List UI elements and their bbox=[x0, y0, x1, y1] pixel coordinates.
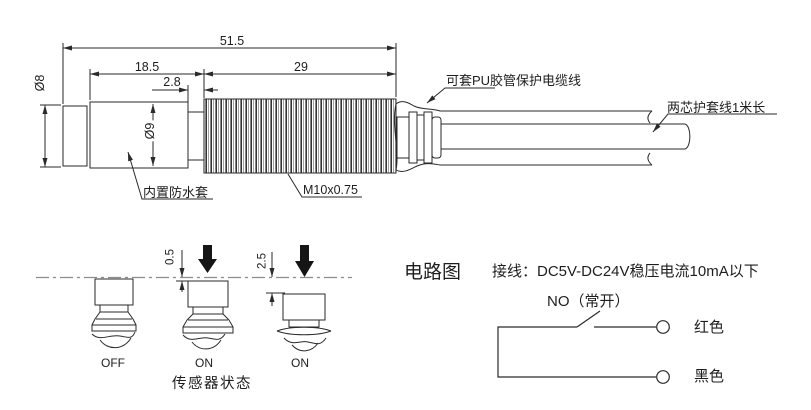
pu-tube-label: 可套PU胶管保护电缆线 bbox=[446, 73, 582, 88]
state-label-on-mid: ON bbox=[195, 356, 213, 370]
sensor-body-outline bbox=[62, 98, 397, 174]
terminal-black-label: 黑色 bbox=[694, 368, 725, 385]
leader-lines bbox=[127, 87, 777, 200]
press-arrow-icon bbox=[295, 245, 314, 277]
wiring-note: 接线：DC5V-DC24V稳压电流10mA以下 bbox=[492, 263, 759, 280]
state-icon-on-mid bbox=[182, 280, 234, 350]
state-icon-off bbox=[91, 278, 137, 349]
press-arrow-icon bbox=[198, 245, 217, 273]
connector-and-cable bbox=[393, 101, 691, 172]
sensor-tip bbox=[62, 105, 88, 167]
state-label-off: OFF bbox=[101, 356, 125, 370]
terminal-black-circle bbox=[656, 370, 670, 384]
dim-thread-length: 29 bbox=[294, 60, 308, 74]
sensor-states-caption: 传感器状态 bbox=[172, 376, 252, 392]
switch-blade bbox=[576, 310, 601, 328]
switch-label: NO（常开） bbox=[547, 293, 630, 310]
dim-tip-diameter: Ø8 bbox=[32, 74, 47, 92]
dim-neck-length: 2.8 bbox=[163, 75, 181, 89]
circuit-title: 电路图 bbox=[404, 262, 462, 283]
dim-total-length: 51.5 bbox=[219, 34, 245, 48]
trigger-dimension-lines bbox=[176, 250, 285, 306]
cable-label: 两芯护套线1米长 bbox=[667, 100, 766, 115]
thread-spec-label: M10x0.75 bbox=[303, 183, 358, 197]
circuit-lines bbox=[497, 310, 670, 384]
threaded-section bbox=[203, 98, 397, 174]
state-label-on-full: ON bbox=[291, 356, 309, 370]
dim-trigger-max: 2.5 bbox=[256, 253, 269, 269]
sensor-body bbox=[89, 101, 189, 169]
dim-body-diameter: Ø9 bbox=[142, 120, 157, 142]
press-arrows bbox=[198, 245, 314, 277]
terminal-red-label: 红色 bbox=[694, 319, 725, 336]
terminal-red-circle bbox=[656, 320, 670, 334]
state-icon-on-full bbox=[276, 293, 332, 352]
dim-trigger-min: 0.5 bbox=[164, 249, 177, 265]
dim-body-length: 18.5 bbox=[134, 60, 160, 74]
waterproof-sleeve-label: 内置防水套 bbox=[143, 185, 209, 200]
